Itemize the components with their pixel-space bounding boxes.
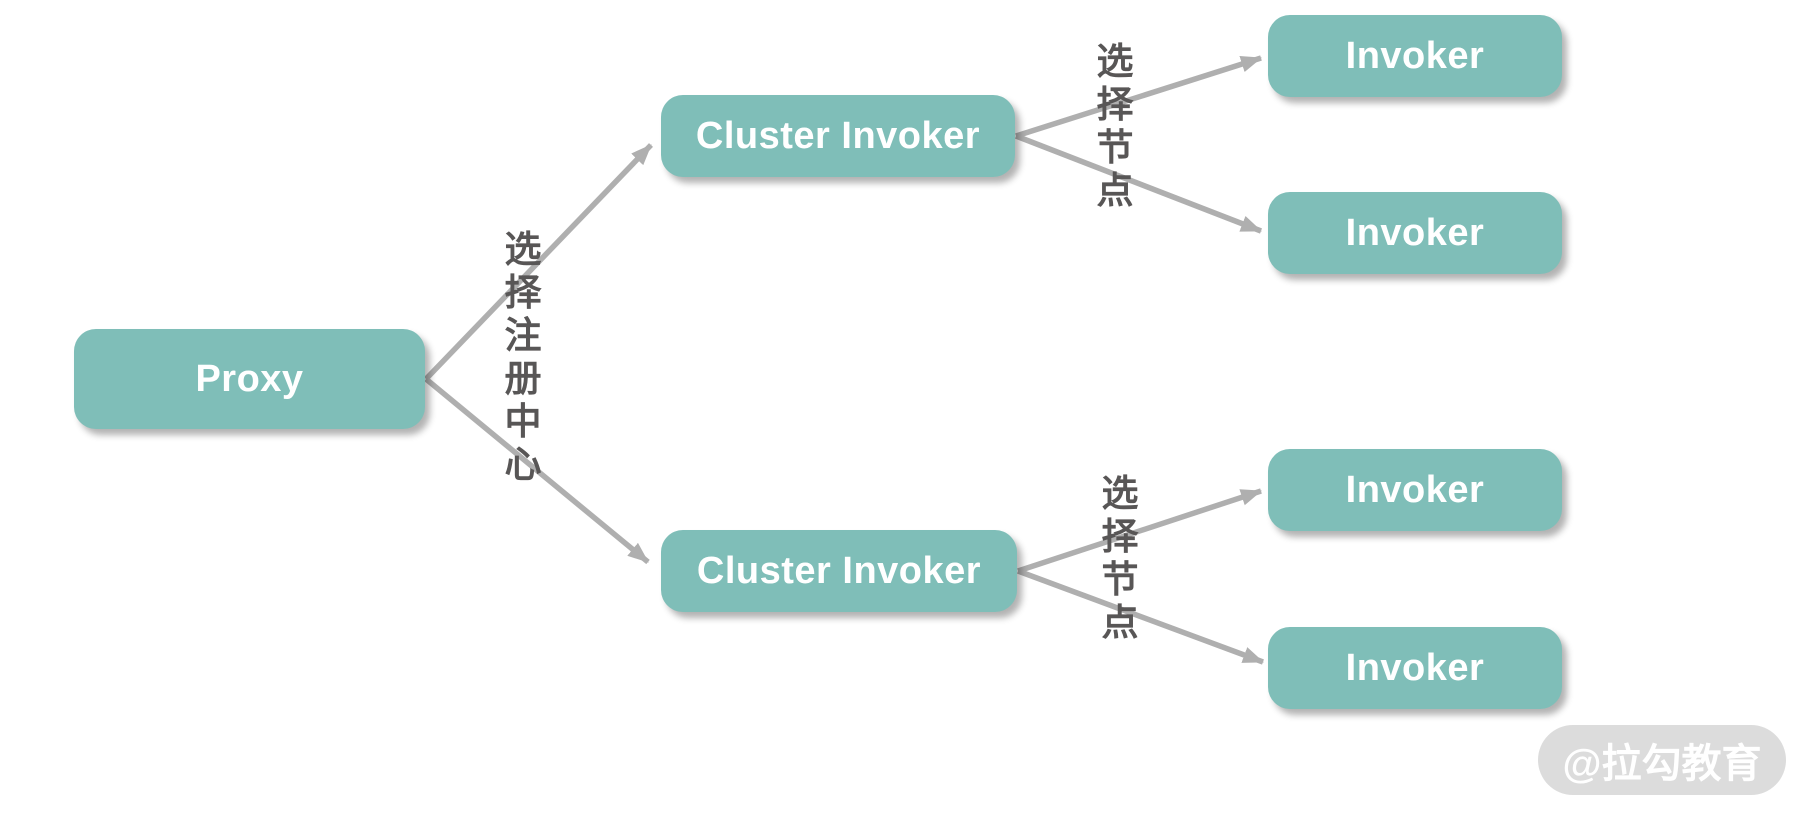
node-invoker-2: Invoker xyxy=(1268,192,1562,274)
edge-label-select-node-top: 选择节点 xyxy=(1096,41,1134,211)
node-cluster-invoker-top-label: Cluster Invoker xyxy=(695,114,981,157)
node-invoker-3-label: Invoker xyxy=(1345,468,1485,511)
node-proxy-label: Proxy xyxy=(195,357,304,400)
node-cluster-invoker-top: Cluster Invoker xyxy=(661,95,1015,177)
edge-cluster-top-to-invoker-2 xyxy=(1015,133,1262,234)
node-invoker-4-label: Invoker xyxy=(1345,646,1485,689)
edge-proxy-to-cluster-top xyxy=(424,143,653,381)
node-invoker-3: Invoker xyxy=(1268,449,1562,531)
edge-label-select-registry: 选择注册中心 xyxy=(504,229,542,485)
node-proxy: Proxy xyxy=(74,329,425,429)
edge-label-select-node-bottom: 选择节点 xyxy=(1101,473,1139,643)
edge-cluster-top-to-invoker-1 xyxy=(1015,55,1263,139)
node-cluster-invoker-bottom: Cluster Invoker xyxy=(661,530,1017,612)
node-invoker-1-label: Invoker xyxy=(1345,34,1485,77)
edge-proxy-to-cluster-bottom xyxy=(424,376,650,565)
node-invoker-1: Invoker xyxy=(1268,15,1562,97)
edge-cluster-bottom-to-invoker-4 xyxy=(1017,568,1264,665)
node-invoker-2-label: Invoker xyxy=(1345,211,1485,254)
node-invoker-4: Invoker xyxy=(1268,627,1562,709)
edge-cluster-bottom-to-invoker-3 xyxy=(1017,488,1262,574)
node-cluster-invoker-bottom-label: Cluster Invoker xyxy=(696,549,982,592)
watermark-label: @拉勾教育 xyxy=(1562,742,1762,786)
watermark-badge: @拉勾教育 xyxy=(1538,725,1786,795)
